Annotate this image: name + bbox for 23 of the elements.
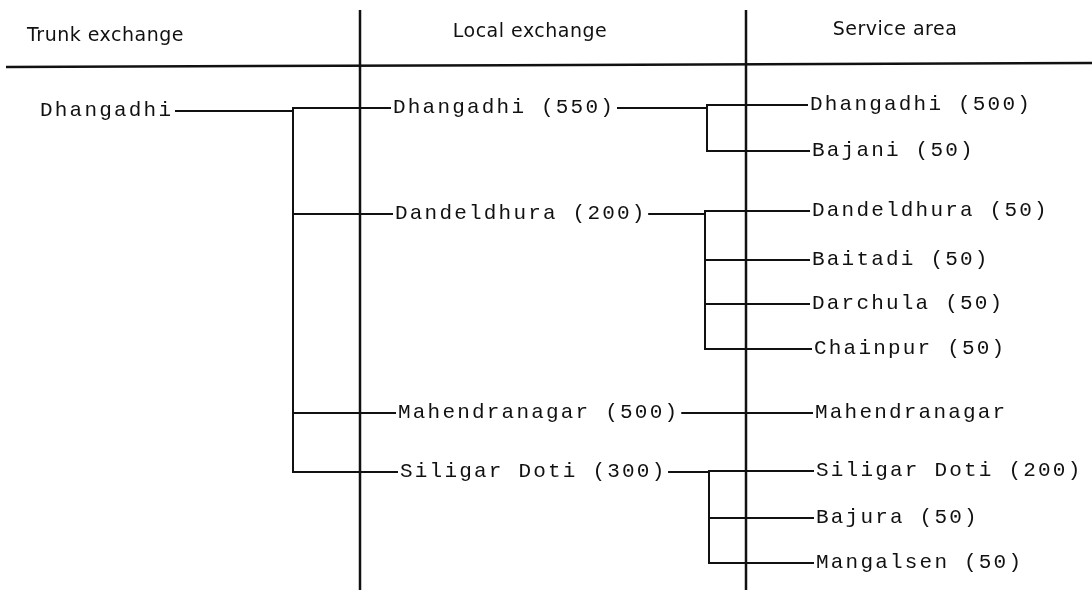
exchange-label: Dandeldhura (50) bbox=[810, 199, 1051, 223]
exchange-label: Siligar Doti (200) bbox=[814, 459, 1085, 483]
exchange-label: Dhangadhi (550) bbox=[391, 96, 618, 120]
column-header: Service area bbox=[832, 17, 958, 39]
connector-line bbox=[667, 471, 815, 564]
connector-line bbox=[616, 107, 811, 152]
exchange-label: Dhangadhi bbox=[38, 99, 176, 123]
exchange-label: Siligar Doti (300) bbox=[398, 460, 669, 484]
column-header: Trunk exchange bbox=[27, 23, 184, 45]
exchange-label: Dhangadhi (500) bbox=[808, 93, 1035, 117]
exchange-label: Mahendranagar bbox=[813, 401, 1010, 425]
connector-line bbox=[680, 412, 814, 414]
exchange-label: Darchula (50) bbox=[810, 292, 1007, 316]
column-header: Local exchange bbox=[452, 19, 608, 41]
connector-line bbox=[647, 213, 813, 350]
exchange-label: Dandeldhura (200) bbox=[393, 202, 649, 226]
exchange-label: Bajani (50) bbox=[810, 139, 977, 163]
exchange-label: Mangalsen (50) bbox=[814, 551, 1026, 575]
exchange-label: Bajura (50) bbox=[814, 506, 981, 530]
exchange-label: Baitadi (50) bbox=[810, 248, 992, 272]
exchange-label: Chainpur (50) bbox=[812, 337, 1009, 361]
exchange-label: Mahendranagar (500) bbox=[396, 401, 682, 425]
connector-line bbox=[174, 110, 399, 473]
